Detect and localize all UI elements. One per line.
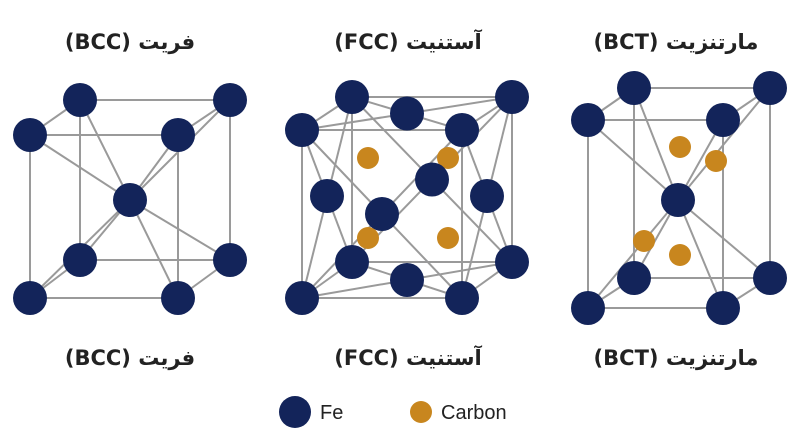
fe-atom	[753, 71, 787, 105]
title-top-bct: مارتنزیت (BCT)	[593, 30, 759, 54]
fe-atom	[13, 118, 47, 152]
legend-fe-swatch	[279, 396, 311, 428]
carbon-atom	[357, 147, 379, 169]
title-top-fcc: آستنیت (FCC)	[334, 30, 482, 54]
legend-carbon-label: Carbon	[441, 402, 507, 424]
fe-atom	[13, 281, 47, 315]
carbon-atom	[705, 150, 727, 172]
body-diagonal	[129, 199, 179, 299]
fe-atom	[63, 243, 97, 277]
legend	[279, 396, 432, 428]
legend-fe-label: Fe	[320, 402, 344, 424]
fe-atom	[415, 162, 449, 197]
body-diagonal	[677, 199, 771, 279]
fe-atom	[390, 96, 424, 131]
fe-atom	[113, 183, 147, 217]
fe-atom	[285, 281, 319, 315]
fe-atom	[617, 71, 651, 105]
bct-unit-cell	[571, 71, 787, 325]
fe-atom	[706, 291, 740, 325]
body-diagonal	[677, 199, 724, 309]
body-diagonal	[587, 199, 679, 309]
fe-atom	[161, 118, 195, 152]
title-bottom-bcc: فریت (BCC)	[64, 346, 196, 370]
fe-atom	[161, 281, 195, 315]
body-diagonal	[129, 199, 231, 261]
fe-atom	[335, 245, 369, 279]
carbon-atom	[437, 227, 459, 249]
fe-atom	[310, 179, 344, 213]
body-diagonal	[587, 119, 679, 201]
fe-atom	[470, 179, 504, 213]
carbon-atom	[669, 244, 691, 266]
fe-atom	[571, 291, 605, 325]
fe-atom	[753, 261, 787, 295]
carbon-atom	[357, 227, 379, 249]
fe-atom	[285, 113, 319, 147]
title-bottom-fcc: آستنیت (FCC)	[334, 346, 482, 370]
carbon-atom	[633, 230, 655, 252]
title-bottom-bct: مارتنزیت (BCT)	[593, 346, 759, 370]
fe-atom	[495, 245, 529, 279]
fe-atom	[335, 80, 369, 114]
fe-atom	[571, 103, 605, 137]
fe-atom	[617, 261, 651, 295]
carbon-atom	[437, 147, 459, 169]
body-diagonal	[79, 99, 131, 201]
legend-carbon-swatch	[410, 401, 432, 423]
body-diagonal	[633, 87, 679, 201]
title-top-bcc: فریت (BCC)	[64, 30, 196, 54]
fe-atom	[63, 83, 97, 117]
fe-atom	[365, 197, 399, 231]
fe-atom	[495, 80, 529, 114]
fe-atom	[213, 83, 247, 117]
fe-atom	[213, 243, 247, 277]
fe-atom	[661, 183, 695, 217]
carbon-atom	[669, 136, 691, 158]
body-diagonal	[29, 134, 131, 201]
fe-atom	[445, 281, 479, 315]
fe-atom	[706, 103, 740, 137]
fcc-unit-cell	[285, 80, 529, 315]
fe-atom	[445, 113, 479, 147]
fe-atom	[390, 263, 424, 297]
bcc-unit-cell	[13, 83, 247, 315]
body-diagonal	[677, 87, 771, 201]
